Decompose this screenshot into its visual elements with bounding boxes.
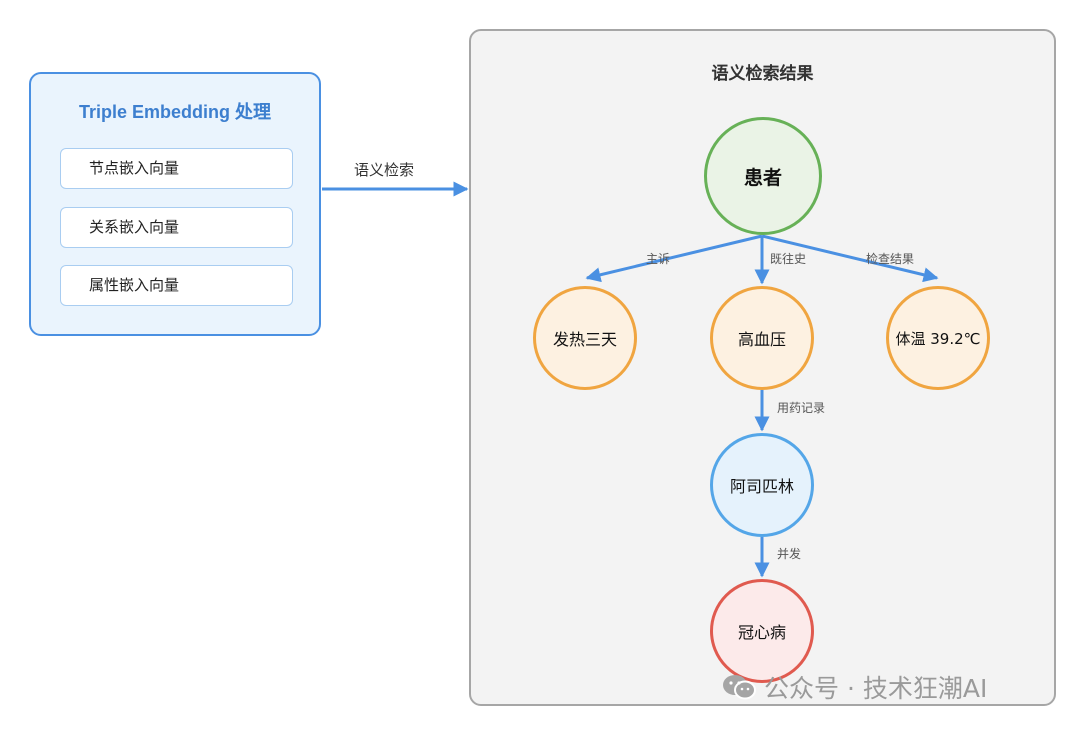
edge-exam-result — [761, 234, 939, 283]
node-coronary-heart-disease: 冠心病 — [710, 579, 814, 683]
edge-chief-complaint — [585, 234, 763, 283]
watermark-text: 公众号 · 技术狂潮AI — [764, 674, 988, 703]
wechat-icon — [723, 675, 756, 700]
triple-embedding-panel: Triple Embedding 处理 节点嵌入向量 关系嵌入向量 属性嵌入向量 — [29, 72, 321, 336]
embedding-panel-title: Triple Embedding 处理 — [78, 102, 271, 122]
semantic-search-label: 语义检索 — [354, 161, 415, 179]
node-patient: 患者 — [704, 117, 822, 235]
node-aspirin: 阿司匹林 — [710, 433, 814, 537]
attribute-embedding-item: 属性嵌入向量 — [60, 265, 293, 306]
node-fever: 发热三天 — [533, 286, 637, 390]
node-embedding-item: 节点嵌入向量 — [60, 148, 293, 189]
node-temperature: 体温 39.2℃ — [886, 286, 990, 390]
relation-embedding-item: 关系嵌入向量 — [60, 207, 293, 248]
node-hypertension: 高血压 — [710, 286, 814, 390]
edge-label-medication: 用药记录 — [777, 401, 826, 415]
edge-label-complication: 并发 — [777, 547, 802, 561]
edge-label-chief-complaint: 主诉 — [646, 252, 671, 266]
edge-label-exam-result: 检查结果 — [866, 252, 915, 266]
result-panel-title: 语义检索结果 — [711, 64, 814, 84]
watermark: 公众号 · 技术狂潮AI — [722, 669, 987, 705]
edge-label-history: 既往史 — [770, 252, 807, 266]
